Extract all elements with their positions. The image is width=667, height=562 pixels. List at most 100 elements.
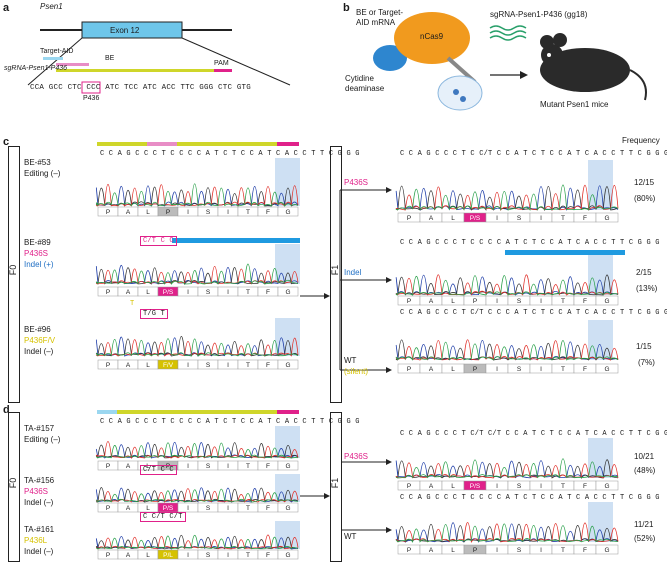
pam-label: PAM — [214, 60, 229, 67]
d-f1-row1-seq: C C A G C C C T C/T C/T C C A T C T C C … — [400, 430, 667, 438]
c-f1-r1-aa-label-9: G — [604, 215, 609, 222]
c-f1-r3-aa-label-3: P — [473, 366, 477, 373]
c-f0-r1-aa-label-0: P — [106, 209, 110, 216]
d-f0-r1-aa-label-7: T — [246, 463, 250, 470]
c-f0-r3-aa-label-8: F — [266, 362, 270, 369]
c-f1-r1-aa-label-4: I — [496, 215, 498, 222]
d-f0-r1-aa-label-1: A — [126, 463, 131, 470]
c-f1-r3-aa-label-5: S — [517, 366, 522, 373]
codon-label: P436 — [83, 95, 100, 102]
d-f0-r3-aa-label-2: L — [146, 552, 150, 559]
d-f0-r3-aa-label-1: A — [126, 552, 131, 559]
panel-d-label: d — [3, 404, 10, 416]
d-arrow-2-head — [386, 527, 392, 533]
c-f1-r2-trace-3 — [395, 275, 619, 296]
d-f1-r2-aa-label-7: T — [561, 547, 565, 554]
c-f0-row3-line3: Indel (–) — [24, 347, 54, 356]
c-f1-r2-aa-label-7: T — [561, 298, 565, 305]
d-f1-r1-aa-label-8: F — [583, 483, 587, 490]
d-f0-r3-aa-label-7: T — [246, 552, 250, 559]
c-f1-r1-aa-label-2: L — [451, 215, 455, 222]
c-f1-r1-aa-9 — [595, 212, 619, 223]
d-f0-r3-trace-3 — [95, 534, 299, 550]
exon-label: Exon 12 — [110, 26, 140, 35]
d-f1-r2-aa-label-3: P — [473, 547, 477, 554]
c-f1-shade-2 — [588, 255, 613, 295]
exon-diagram — [27, 21, 291, 94]
c-arrow-2-head — [386, 277, 392, 283]
c-f1-r1-aa-label-1: A — [429, 215, 434, 222]
panel-b-label: b — [343, 2, 350, 14]
f0-label-d: F0 — [8, 477, 18, 489]
c-f0-r1-aa-9 — [277, 206, 299, 217]
d-f1-r2-aa-label-0: P — [407, 547, 411, 554]
c-f1-row2-pct: (13%) — [636, 284, 658, 293]
c-f1-r3-aa-label-2: L — [451, 366, 455, 373]
c-f1-r1-aa-label-7: T — [561, 215, 565, 222]
d-f0-r3-aa-label-6: I — [227, 552, 229, 559]
d-f1-r2-aa-label-2: L — [451, 547, 455, 554]
c-f1-row3-label: WT — [344, 356, 357, 365]
d-arrow-1-head — [386, 459, 392, 465]
panel-a-label: a — [3, 2, 10, 14]
d-f1-row2-count: 11/21 — [634, 520, 654, 529]
d-f0-r1-aa-label-8: F — [266, 463, 270, 470]
d-f0-row3-line3: Indel (–) — [24, 547, 54, 556]
d-f1-row2-label: WT — [344, 532, 357, 541]
c-f1-r3-aa-label-6: I — [540, 366, 542, 373]
d-f1-row1-pct: (48%) — [634, 466, 656, 475]
d-f1-r1-aa-label-1: A — [429, 483, 434, 490]
c-f0-r2-aa-label-0: P — [106, 289, 110, 296]
d-f0-r2-trace-2 — [95, 488, 299, 503]
c-f0-r1-aa-label-8: F — [266, 209, 270, 216]
c-f0-r1-aa-label-9: G — [285, 209, 290, 216]
c-f0-r3-aa-label-0: P — [106, 362, 110, 369]
c-f0-r3-trace-1 — [95, 336, 299, 357]
d-f0-r1-aa-label-3: P — [166, 463, 170, 470]
d-f0-r2-aa-label-8: F — [266, 505, 270, 512]
d-f0-r2-aa-label-0: P — [106, 505, 110, 512]
d-guide-bar-pam — [277, 410, 299, 414]
c-f0-r2-aa-label-3: P/S — [163, 289, 174, 296]
c-f1-r2-aa-label-8: F — [583, 298, 587, 305]
sgrna-b-label: sgRNA-Psen1-P436 (gg18) — [490, 10, 588, 19]
d-f0-r3-aa-label-4: I — [187, 552, 189, 559]
d-f1-r2-aa-label-5: S — [517, 547, 522, 554]
c-f0-r1-trace-2 — [95, 183, 299, 207]
d-f1-r1-trace-1 — [395, 459, 619, 479]
d-f0-r1-aa-label-4: I — [187, 463, 189, 470]
c-f1-r1-aa-label-6: I — [540, 215, 542, 222]
c-f0-r2-trace-0 — [95, 264, 299, 285]
d-f1-r1-aa-label-3: P/S — [470, 483, 481, 490]
d-f0-row2-line3: Indel (–) — [24, 498, 54, 507]
d-f0-r2-aa-label-1: A — [126, 505, 131, 512]
d-f0-r2-aa-label-3: P/S — [163, 505, 174, 512]
c-f1-row3-seq: C C A G C C C T C/T C C C A T C T C C A … — [400, 309, 667, 317]
c-f0-r3-trace-3 — [95, 338, 299, 357]
c-f1-r2-aa-label-3: P — [473, 298, 477, 305]
d-f1-r2-aa-label-6: I — [540, 547, 542, 554]
c-f0-r2-aa-9 — [277, 286, 299, 297]
d-arrow-main-head — [324, 493, 330, 499]
c-f1-row3-count: 1/15 — [636, 342, 652, 351]
d-f1-row1-label: P436S — [344, 452, 369, 461]
c-f0-r2-aa-label-6: I — [227, 289, 229, 296]
c-f0-r2-aa-label-2: L — [146, 289, 150, 296]
c-f1-r2-aa-label-4: I — [496, 298, 498, 305]
c-f1-r3-aa-9 — [595, 363, 619, 374]
c-f1-r3-aa-label-7: T — [561, 366, 565, 373]
c-f1-shade-1 — [588, 160, 613, 210]
c-guide-bar-pam — [277, 142, 299, 146]
d-f0-row3-id: TA-#161 — [24, 525, 55, 534]
d-f0-r2-aa-label-4: I — [187, 505, 189, 512]
d-f1-r2-aa-label-8: F — [583, 547, 587, 554]
d-f1-r2-aa-label-4: I — [496, 547, 498, 554]
d-f0-row1-line2: Editing (–) — [24, 435, 61, 444]
c-f1-r2-aa-label-9: G — [604, 298, 609, 305]
d-f0-row1-id: TA-#157 — [24, 424, 55, 433]
d-f0-r2-aa-9 — [277, 502, 299, 513]
d-f1-r1-aa-9 — [595, 480, 619, 491]
c-f0-row1-line2: Editing (–) — [24, 169, 61, 178]
c-f0-shade-3 — [275, 318, 300, 356]
